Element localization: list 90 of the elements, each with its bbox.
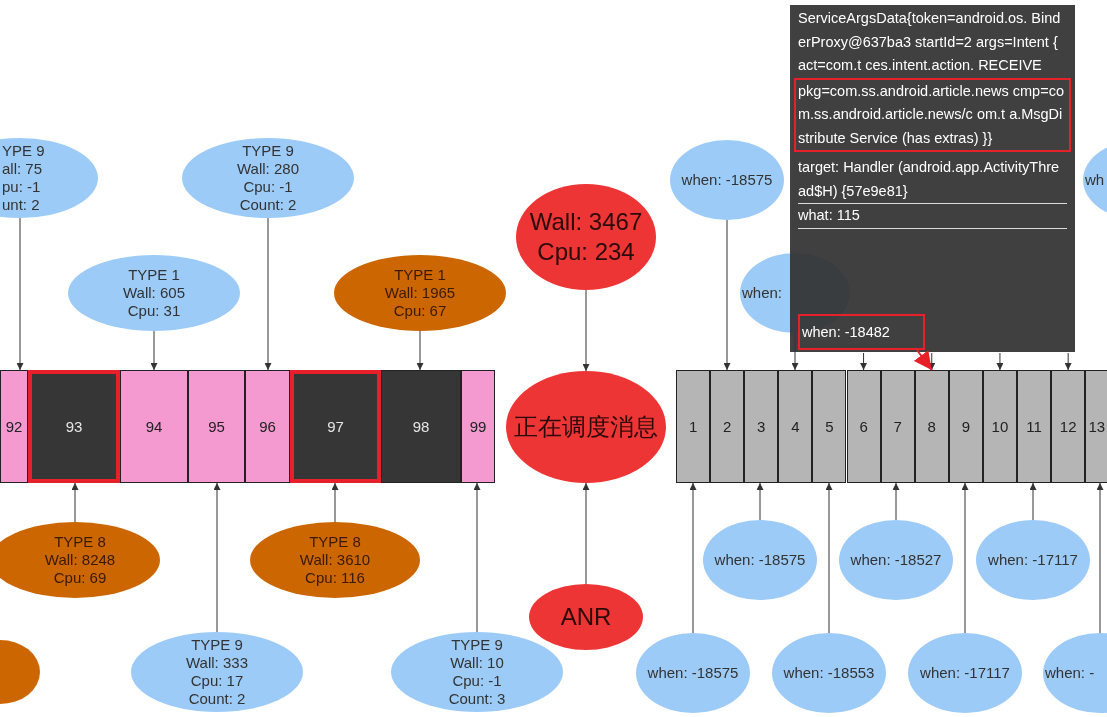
arrow	[16, 217, 24, 371]
tooltip-panel	[790, 5, 1075, 352]
ellipse-text: all: 75	[2, 160, 43, 178]
arrow	[1064, 352, 1072, 371]
ellipse-text: TYPE 9	[191, 636, 243, 654]
queue-cell: 9	[948, 370, 983, 483]
ellipse-text: Cpu: 69	[53, 569, 107, 587]
arrow	[1096, 482, 1104, 634]
ellipse-text: Cpu: 67	[393, 302, 447, 320]
ellipse-text: Wall: 10	[450, 654, 504, 672]
arrow	[860, 352, 868, 371]
queue-cell: 5	[812, 370, 847, 483]
ellipse-text: Cpu: 31	[127, 302, 181, 320]
ellipse-text: TYPE 9	[242, 142, 294, 160]
queue-cell: 95	[188, 370, 245, 483]
highlight-box: when: -18482	[798, 314, 925, 350]
queue-cell: 3	[744, 370, 779, 483]
arrow	[71, 482, 79, 523]
tooltip-text: what: 115	[798, 203, 1067, 229]
queue-cell: 94	[120, 370, 188, 483]
ellipse-text: YPE 9	[2, 142, 45, 160]
ellipse-text: Count: 2	[188, 690, 246, 708]
queue-cell: 13	[1085, 370, 1107, 483]
ellipse-text: Cpu: 17	[190, 672, 244, 690]
arrow	[473, 482, 481, 633]
ellipse-text: Wall: 605	[123, 284, 185, 302]
ellipse-text: when: -17117	[920, 664, 1010, 682]
queue-cell: 92	[0, 370, 28, 483]
arrow	[582, 482, 590, 585]
ellipse-text: TYPE 1	[128, 266, 180, 284]
ellipse-text: Count: 3	[448, 690, 506, 708]
ellipse-text: Wall: 280	[237, 160, 299, 178]
highlight-box: pkg=com.ss.android.article.news cmp=com.ss.android.article.news/c om.t a.MsgDistribute Service (has extras) }}	[794, 77, 1071, 152]
ellipse-text: pu: -1	[2, 178, 41, 196]
arrow	[264, 217, 272, 371]
ellipse-text: wh	[1085, 171, 1105, 189]
arrow	[913, 349, 933, 371]
ellipse-text: Cpu: 234	[537, 237, 635, 267]
queue-cell: 97	[290, 370, 381, 483]
queue-cell: 7	[880, 370, 915, 483]
queue-cell: 11	[1017, 370, 1052, 483]
ellipse-text: TYPE 9	[451, 636, 503, 654]
ellipse-text: Wall: 3467	[529, 207, 643, 237]
arrow	[1029, 482, 1037, 521]
arrow	[331, 482, 339, 523]
ellipse-text: Wall: 1965	[384, 284, 456, 302]
arrow	[825, 482, 833, 634]
arrow	[996, 352, 1004, 371]
ellipse-text: when: -18527	[850, 551, 942, 569]
queue-cell: 98	[381, 370, 461, 483]
arrow	[416, 330, 424, 371]
ellipse-text: TYPE 8	[309, 533, 361, 551]
ellipse-text: Cpu: 116	[305, 569, 365, 587]
ellipse-text: Wall: 8248	[44, 551, 116, 569]
arrow	[582, 289, 590, 372]
ellipse-text: when: -	[1045, 664, 1095, 682]
arrow	[961, 482, 969, 634]
ellipse-text: ANR	[560, 602, 612, 632]
arrow	[689, 482, 697, 634]
queue-cell: 10	[982, 370, 1017, 483]
ellipse-text: Cpu: -1	[243, 178, 293, 196]
ellipse-text: Wall: 3610	[299, 551, 371, 569]
ellipse-text: unt: 2	[2, 196, 40, 214]
queue-cell: 4	[778, 370, 813, 483]
ellipse-text: TYPE 1	[394, 266, 446, 284]
ellipse-text: Cpu: -1	[452, 672, 502, 690]
queue-cell: 96	[245, 370, 290, 483]
ellipse-text: when: -18575	[681, 171, 773, 189]
arrow	[928, 352, 936, 371]
ellipse-text: Count: 2	[239, 196, 297, 214]
ellipse-text: Wall: 333	[186, 654, 248, 672]
arrow	[892, 482, 900, 521]
arrow	[150, 330, 158, 371]
queue-cell: 12	[1051, 370, 1086, 483]
ellipse-text: when: -18575	[647, 664, 739, 682]
queue-cell: 6	[846, 370, 881, 483]
ellipse-text: when: -18553	[783, 664, 875, 682]
queue-cell: 99	[461, 370, 495, 483]
queue-cell: 8	[914, 370, 949, 483]
queue-cell: 93	[28, 370, 120, 483]
arrow	[213, 482, 221, 633]
ellipse-text: when:	[742, 284, 783, 302]
ellipse-text: when: -18575	[714, 551, 806, 569]
arrow	[756, 482, 764, 521]
ellipse-text: when: -17117	[988, 551, 1078, 569]
queue-cell: 1	[676, 370, 711, 483]
queue-cell: 2	[710, 370, 745, 483]
arrow	[723, 219, 731, 371]
ellipse-text: TYPE 8	[54, 533, 106, 551]
ellipse-text: 正在调度消息	[514, 412, 658, 442]
